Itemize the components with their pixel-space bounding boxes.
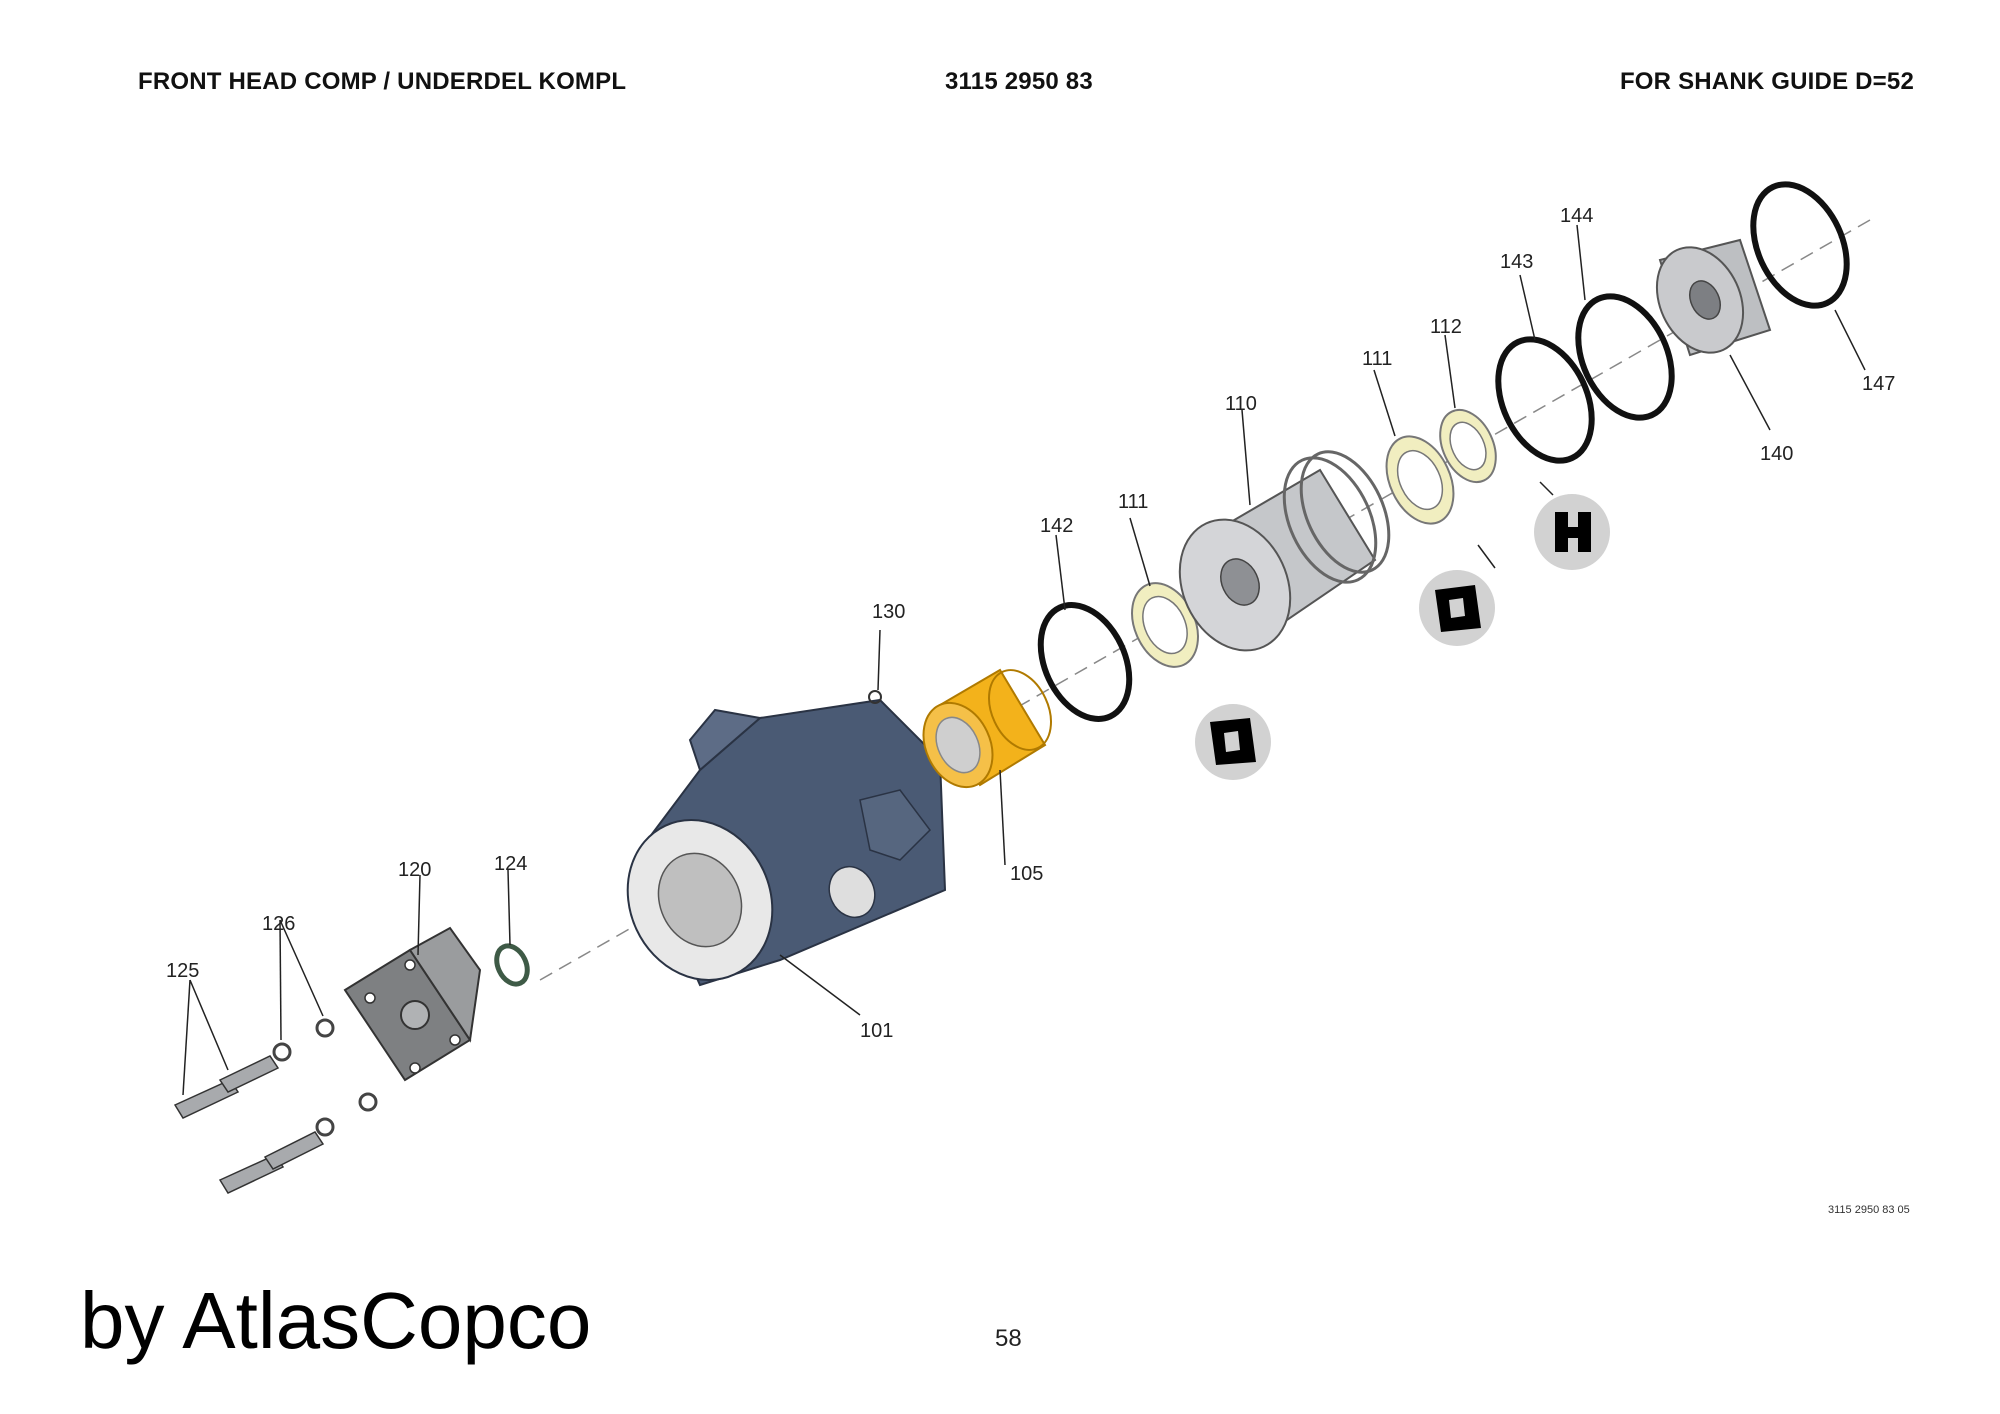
profile-symbol-111-rear	[1419, 570, 1495, 646]
callout-111-rear: 111	[1362, 348, 1392, 370]
brand-text: by AtlasCopco	[80, 1276, 592, 1365]
callout-120: 120	[398, 859, 431, 881]
part-126-washers	[272, 1018, 378, 1137]
callout-110: 110	[1225, 393, 1257, 415]
part-112-seal	[1439, 408, 1497, 484]
part-105-bushing	[922, 668, 1052, 789]
part-140-split-ring	[1655, 238, 1772, 357]
callout-142: 142	[1040, 515, 1073, 537]
part-101-housing	[626, 698, 947, 987]
callout-112: 112	[1430, 316, 1462, 338]
part-142-o-ring	[1037, 602, 1133, 722]
part-130-pin	[868, 690, 882, 704]
part-144-o-ring	[1575, 293, 1675, 421]
callout-143: 143	[1500, 251, 1533, 273]
drawing-code: 3115 2950 83 05	[1828, 1204, 1910, 1216]
page-number: 58	[995, 1325, 1022, 1352]
profile-symbol-112	[1534, 494, 1610, 570]
callout-124: 124	[494, 853, 527, 875]
callout-144: 144	[1560, 205, 1593, 227]
leader-lines	[182, 224, 1866, 1096]
part-147-o-ring	[1750, 181, 1850, 309]
header-note: FOR SHANK GUIDE D=52	[1619, 68, 1914, 95]
header-part-number: 3115 2950 83	[945, 68, 1093, 95]
part-143-o-ring	[1495, 336, 1595, 464]
callout-101: 101	[860, 1020, 893, 1042]
callout-125: 125	[166, 960, 199, 982]
part-124-o-ring	[494, 943, 530, 987]
part-110-shank-guide	[1178, 450, 1391, 652]
header-title: FRONT HEAD COMP / UNDERDEL KOMPL	[138, 68, 627, 95]
callout-105: 105	[1010, 863, 1043, 885]
part-125-bolts	[173, 1055, 325, 1194]
callout-140: 140	[1760, 443, 1793, 465]
part-111-seal-ring-rear	[1385, 435, 1455, 525]
callout-111-front: 111	[1118, 491, 1148, 513]
profile-symbol-111-front	[1195, 704, 1271, 780]
part-120-flange	[343, 926, 482, 1082]
callout-147: 147	[1862, 373, 1895, 395]
callout-130: 130	[872, 601, 905, 623]
callout-126: 126	[262, 913, 295, 935]
